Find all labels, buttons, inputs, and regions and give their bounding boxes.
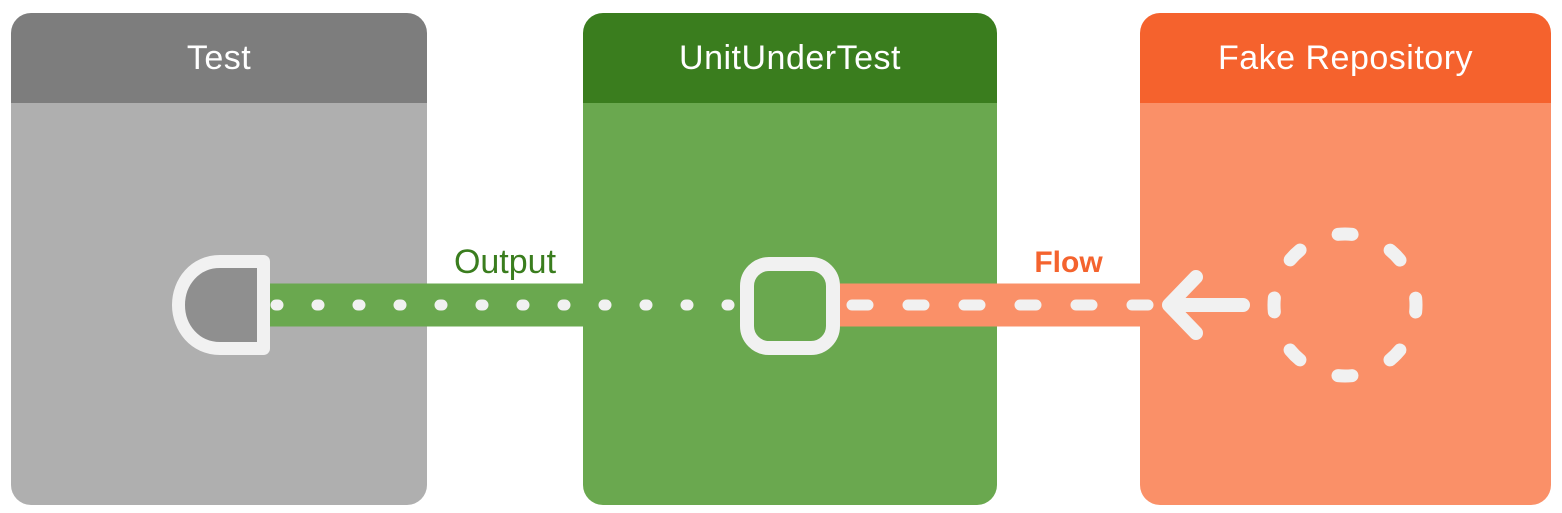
- test-box-header: Test: [11, 13, 427, 103]
- test-box-body: [11, 103, 427, 505]
- fake-repository-box-header: Fake Repository: [1140, 13, 1551, 103]
- fake-repository-box: Fake Repository: [1140, 13, 1551, 505]
- fake-repository-box-body: [1140, 103, 1551, 505]
- test-box: Test: [11, 13, 427, 505]
- unit-under-test-box: UnitUnderTest: [583, 13, 997, 505]
- unit-under-test-box-body: [583, 103, 997, 505]
- fake-repository-box-title: Fake Repository: [1217, 38, 1474, 77]
- test-box-title: Test: [186, 38, 252, 77]
- unit-under-test-box-title: UnitUnderTest: [679, 38, 901, 77]
- unit-under-test-box-header: UnitUnderTest: [583, 13, 997, 103]
- output-connection-label: Output: [453, 243, 557, 281]
- flow-connection-label: Flow: [1034, 246, 1103, 279]
